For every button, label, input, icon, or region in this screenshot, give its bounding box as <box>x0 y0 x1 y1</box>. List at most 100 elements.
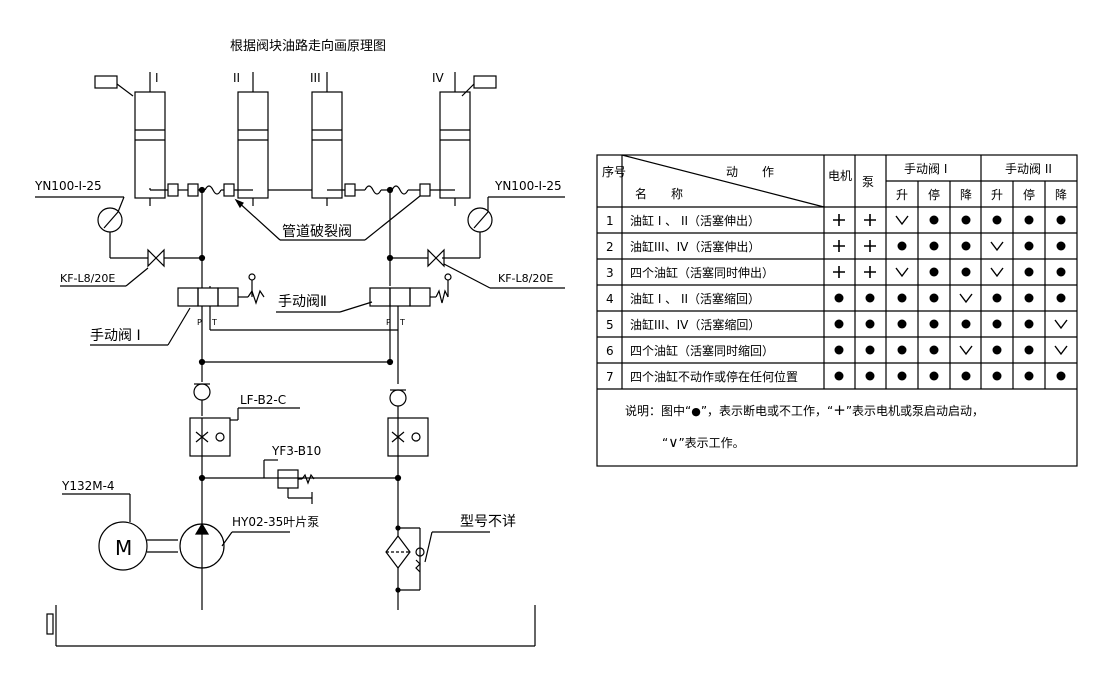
cylinder-label-1: I <box>155 71 159 85</box>
state-off-dot <box>834 371 844 381</box>
state-off-dot <box>961 241 971 251</box>
state-off-dot <box>992 293 1002 303</box>
state-off-dot <box>929 293 939 303</box>
row-2-no: 2 <box>606 240 614 254</box>
state-work-check <box>1054 319 1068 330</box>
state-off-dot <box>992 345 1002 355</box>
state-off-dot <box>897 319 907 329</box>
note-line2-a: “ <box>662 436 668 450</box>
stop-valve-left-label: KF-L8/20E <box>60 272 115 285</box>
state-work-check <box>990 241 1004 252</box>
row-6-no: 6 <box>606 344 614 358</box>
state-start-plus <box>833 240 845 252</box>
state-off-dot <box>929 215 939 225</box>
state-off-dot <box>961 319 971 329</box>
state-off-dot <box>897 345 907 355</box>
state-off-dot <box>961 215 971 225</box>
cylinder-1: I <box>94 71 166 206</box>
state-off-dot <box>1056 215 1066 225</box>
motor: M Y132M-4 <box>61 479 178 571</box>
row-3-name: 四个油缸（活塞同时伸出） <box>630 265 774 280</box>
cylinder-manifold <box>149 183 455 197</box>
row-3-no: 3 <box>606 266 614 280</box>
cylinder-label-4: IV <box>432 71 445 85</box>
state-start-plus <box>833 266 845 278</box>
filter-label: 型号不详 <box>460 514 516 530</box>
motor-symbol: M <box>115 536 132 560</box>
operation-table <box>596 154 1078 467</box>
state-off-dot <box>1024 241 1034 251</box>
pressure-gauge-left: YN100-I-25 <box>34 179 148 259</box>
state-off-dot <box>1024 371 1034 381</box>
state-off-dot <box>929 319 939 329</box>
state-off-dot <box>1024 215 1034 225</box>
state-off-dot <box>929 371 939 381</box>
state-off-dot <box>992 319 1002 329</box>
state-work-check <box>895 215 909 226</box>
row-7-name: 四个油缸不动作或停在任何位置 <box>630 369 798 384</box>
manual-valve-1: P T 手动阀 I <box>90 273 265 362</box>
state-off-dot <box>834 319 844 329</box>
check-valve-left <box>193 383 211 416</box>
check-valve-right <box>389 389 407 418</box>
state-start-plus <box>864 214 876 226</box>
oil-tank <box>46 605 536 647</box>
state-off-dot <box>1024 293 1034 303</box>
motor-label: Y132M-4 <box>61 479 115 493</box>
state-off-dot <box>992 371 1002 381</box>
state-work-check <box>1054 345 1068 356</box>
state-off-dot <box>865 293 875 303</box>
state-off-dot <box>1024 319 1034 329</box>
state-off-dot <box>865 345 875 355</box>
table-note: 说明：图中“●”，表示断电或不工作，“+”表示电机或泵启动启动， “∨”表示工作… <box>625 401 984 451</box>
state-start-plus <box>864 240 876 252</box>
note-line1-c: ”表示电机或泵启动启动， <box>846 404 984 418</box>
header-action: 动 作 <box>726 165 774 179</box>
state-off-dot <box>929 267 939 277</box>
state-off-dot <box>1024 267 1034 277</box>
flow-valve-label: LF-B2-C <box>240 393 286 407</box>
cylinder-label-3: III <box>310 71 321 85</box>
state-off-dot <box>1024 345 1034 355</box>
svg-text:停: 停 <box>928 187 940 202</box>
gauge-right-label: YN100-I-25 <box>494 179 562 193</box>
table-state-cells <box>833 214 1068 381</box>
state-work-check <box>990 267 1004 278</box>
stop-valve-right: KF-L8/20E <box>390 248 565 289</box>
state-start-plus <box>864 266 876 278</box>
svg-text:T: T <box>399 318 405 327</box>
svg-text:说明：图中“●”，表示断电或不工作，“+”表示电机或泵启动启: 说明：图中“●”，表示断电或不工作，“+”表示电机或泵启动启动， <box>625 401 984 419</box>
state-off-dot <box>992 215 1002 225</box>
row-1-no: 1 <box>606 214 614 228</box>
state-off-dot <box>1056 293 1066 303</box>
state-off-dot <box>865 371 875 381</box>
row-5-name: 油缸III、IV（活塞缩回） <box>630 317 760 332</box>
pipe-break-valve-label: 管道破裂阀 <box>282 224 352 240</box>
state-off-dot <box>834 345 844 355</box>
row-7-no: 7 <box>606 370 614 384</box>
header-name: 名 称 <box>635 186 683 201</box>
header-mv2: 手动阀 II <box>1005 162 1052 176</box>
pressure-gauge-right: YN100-I-25 <box>442 179 565 259</box>
row-5-no: 5 <box>606 318 614 332</box>
svg-text:升: 升 <box>896 188 908 202</box>
flow-valve-left: LF-B2-C <box>189 393 300 457</box>
state-off-dot <box>1056 241 1066 251</box>
state-start-plus <box>833 214 845 226</box>
note-line1-a: 说明：图中“ <box>625 403 691 418</box>
note-sym-check: ∨ <box>668 435 678 451</box>
cylinder-4: IV <box>432 71 497 206</box>
svg-text:升: 升 <box>991 188 1003 202</box>
flow-valve-right <box>387 417 429 457</box>
row-4-name: 油缸 I 、 II（活塞缩回） <box>630 291 760 306</box>
pump-label: HY02-35叶片泵 <box>232 515 319 529</box>
svg-text:P: P <box>386 318 391 327</box>
state-off-dot <box>897 371 907 381</box>
pump: HY02-35叶片泵 <box>179 515 319 569</box>
svg-text:降: 降 <box>1055 188 1067 202</box>
table-header: 序号 动 作 名 称 电机 泵 手动阀 I 手动阀 II 升 停 降 升 停 降 <box>602 162 1067 202</box>
relief-valve: YF3-B10 <box>198 444 402 504</box>
state-off-dot <box>961 371 971 381</box>
